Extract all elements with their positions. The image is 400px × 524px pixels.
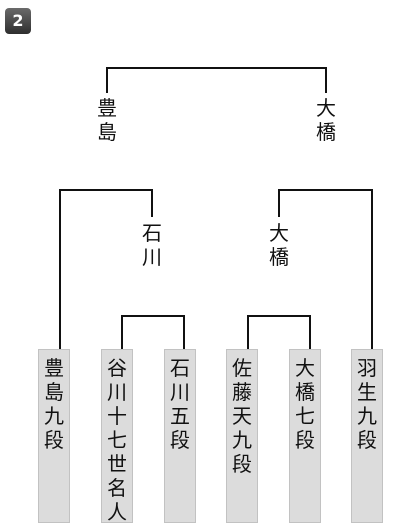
first-round-left-bracket-line: [121, 315, 185, 349]
final-left-winner: 豊 島: [97, 96, 117, 144]
player-card: 豊 島 九 段: [38, 349, 70, 523]
player-card: 石 川 五 段: [164, 349, 196, 523]
first-round-right-bracket-line: [247, 315, 311, 349]
player-name: 羽 生 九 段: [357, 356, 377, 452]
semifinal-left-winner: 石 川: [142, 221, 162, 269]
player-name: 大 橋 七 段: [295, 356, 315, 452]
semifinal-right-winner: 大 橋: [269, 221, 289, 269]
player-name: 谷 川 十 七 世 名 人: [107, 356, 127, 524]
player-name: 佐 藤 天 九 段: [232, 356, 252, 476]
player-card: 佐 藤 天 九 段: [226, 349, 258, 523]
player-card: 谷 川 十 七 世 名 人: [101, 349, 133, 524]
bracket-number-badge: 2: [5, 8, 31, 34]
player-name: 石 川 五 段: [170, 356, 190, 452]
right-semifinal-bracket-line: [278, 189, 373, 349]
player-card: 大 橋 七 段: [289, 349, 321, 523]
player-card: 羽 生 九 段: [351, 349, 383, 523]
player-name: 豊 島 九 段: [44, 356, 64, 452]
final-right-winner: 大 橋: [316, 96, 336, 144]
left-semifinal-bracket-line: [59, 189, 153, 349]
final-bracket-line: [106, 67, 327, 93]
